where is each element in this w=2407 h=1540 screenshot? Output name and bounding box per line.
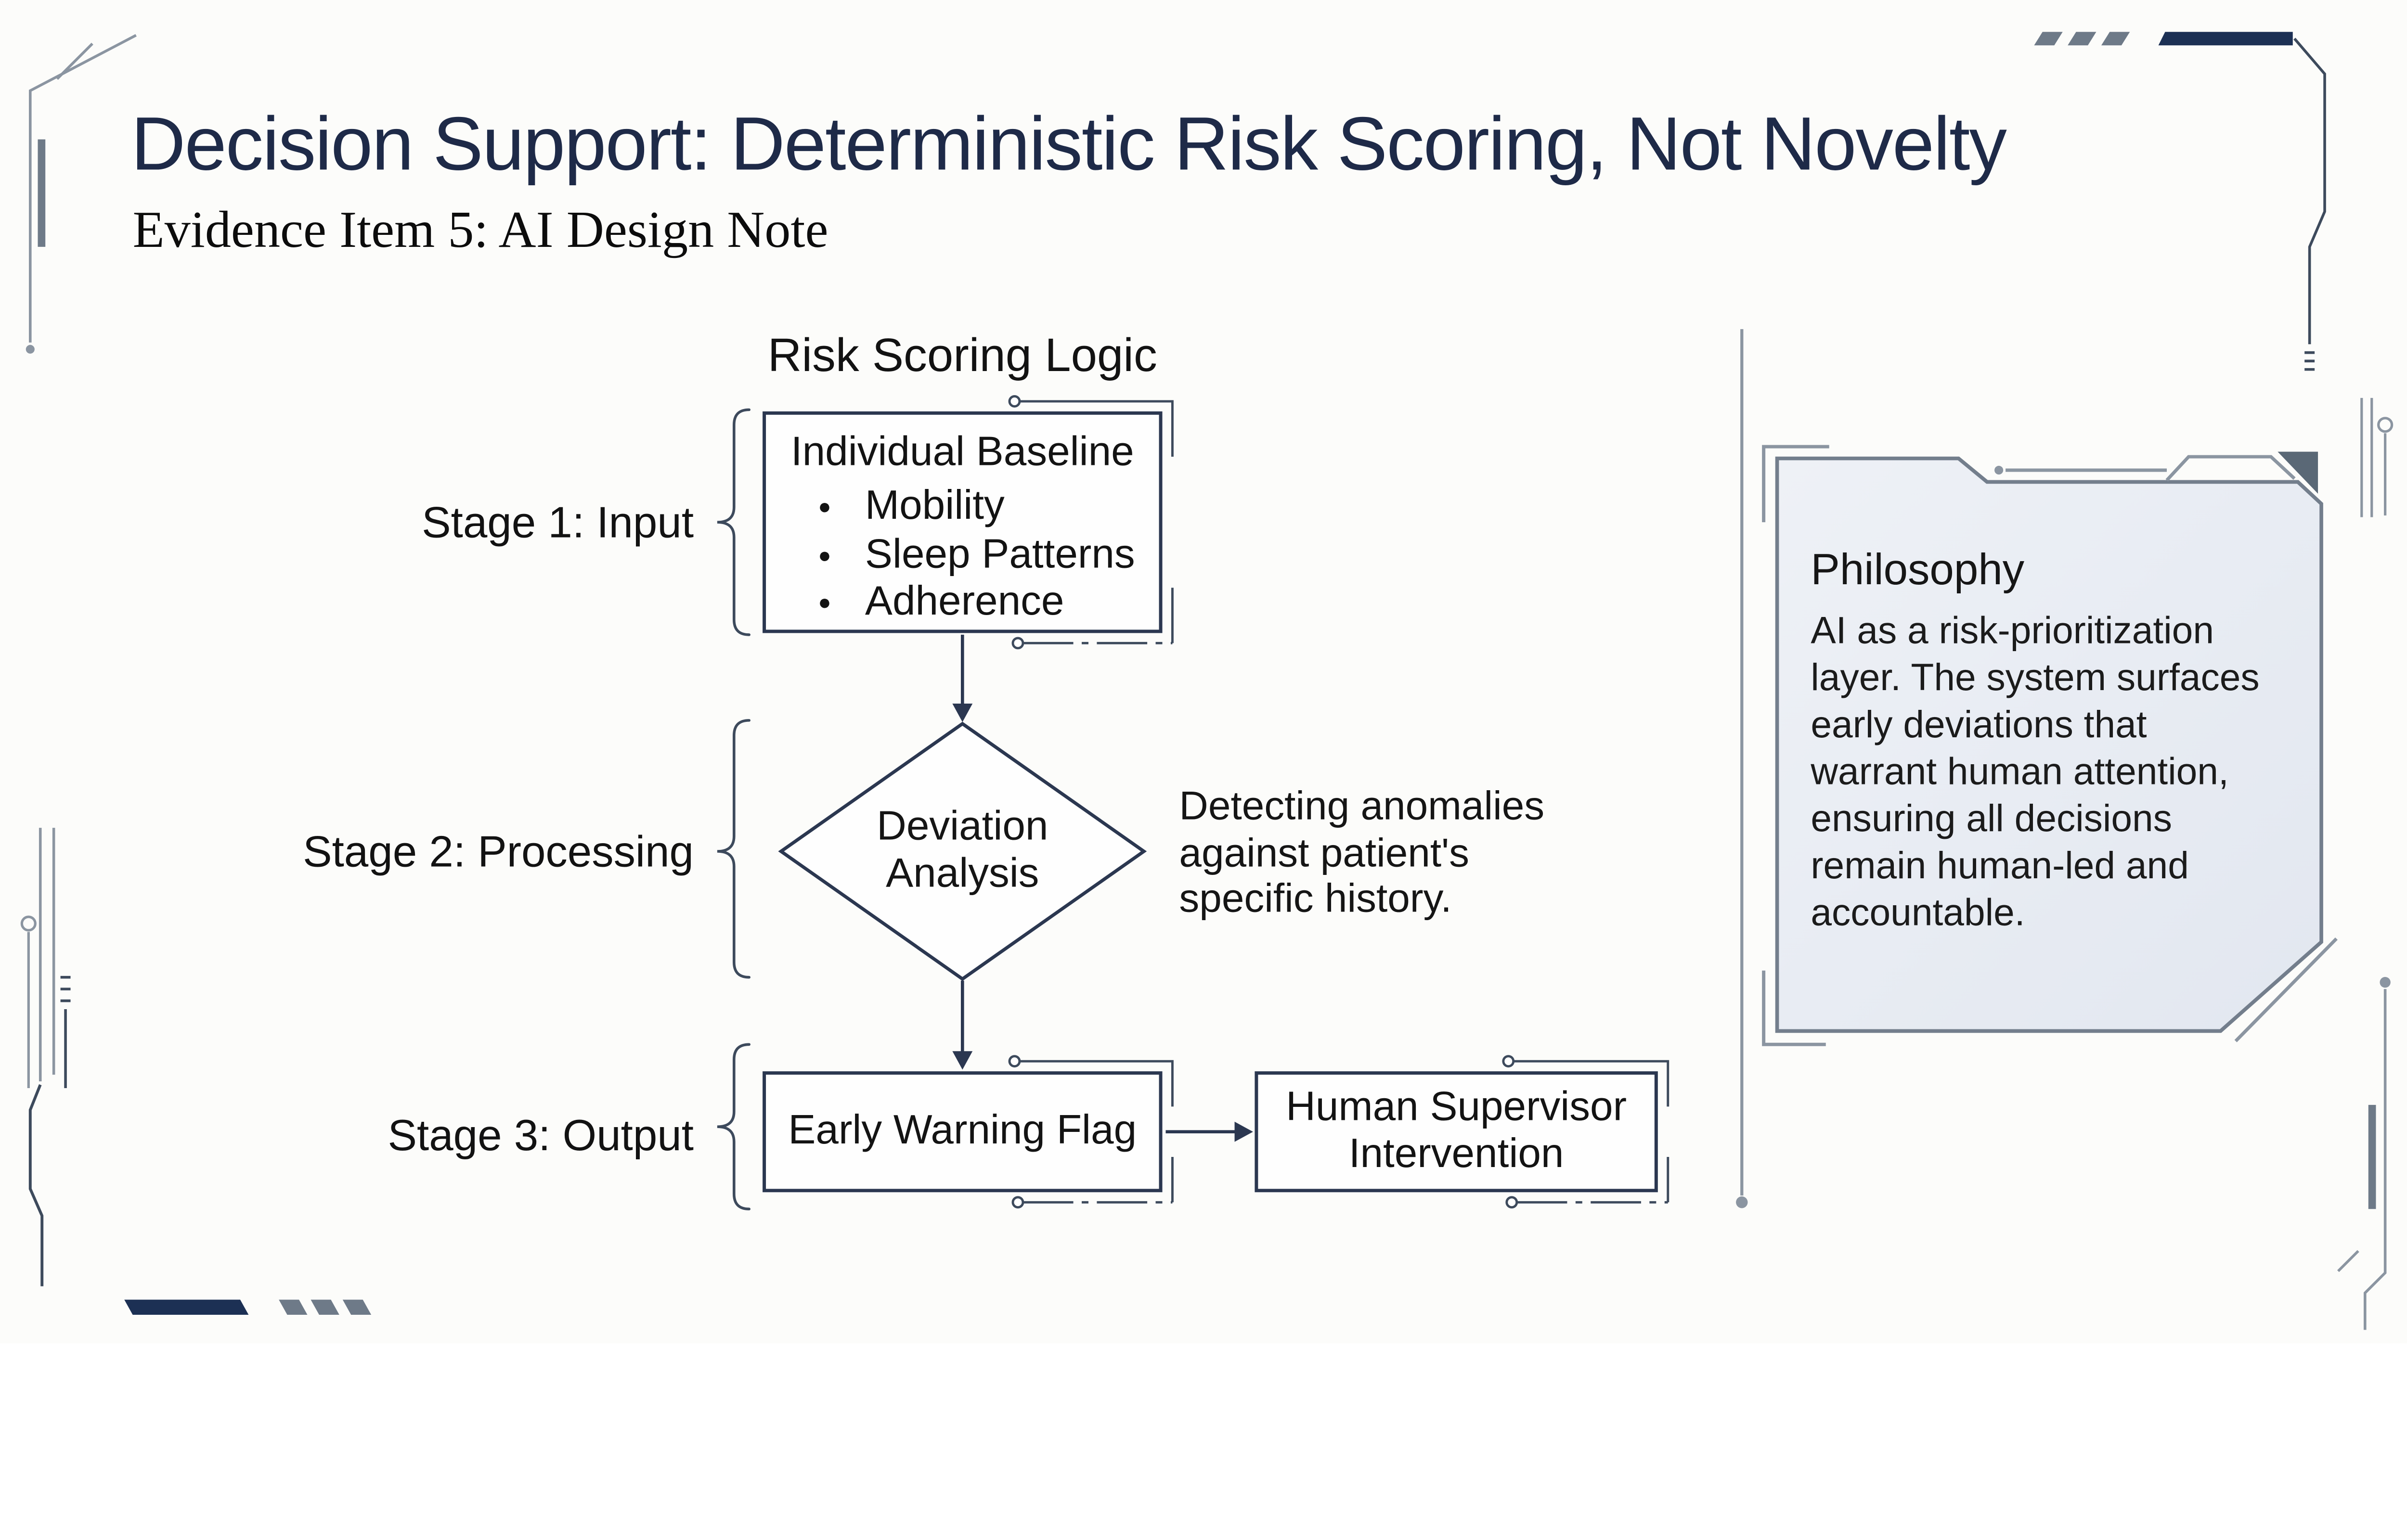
panel-bracket-top-left — [1762, 445, 1829, 523]
frame-bottom-right-circuit — [2337, 977, 2391, 1330]
frame-left-circuit — [20, 828, 71, 1286]
panel-corner-triangle — [2278, 451, 2318, 494]
bullet-icon: ● — [818, 493, 831, 519]
philosophy-panel-shape — [1762, 445, 2338, 1046]
bullet-text: Adherence — [865, 579, 1064, 625]
bullet-icon: ● — [818, 541, 831, 567]
decorations — [20, 32, 2394, 1330]
intervention-node: Human Supervisor Intervention — [1255, 1071, 1658, 1193]
list-item: ● Adherence — [818, 579, 1159, 627]
frame-top-left-circuit — [26, 34, 137, 354]
philosophy-body: AI as a risk-prioritization layer. The s… — [1811, 609, 2260, 934]
stage-braces — [717, 408, 751, 1211]
input-node: Individual Baseline ● Mobility ● Sleep P… — [763, 411, 1163, 633]
panel-corner-accent — [2234, 937, 2338, 1042]
output-node: Early Warning Flag — [763, 1071, 1163, 1193]
frame-top-right-bars — [2034, 32, 2293, 46]
bullet-icon: ● — [818, 589, 831, 615]
flowchart-heading: Risk Scoring Logic — [767, 329, 1157, 382]
stage-1-label: Stage 1: Input — [422, 497, 694, 548]
bullet-text: Sleep Patterns — [865, 531, 1135, 577]
input-node-title: Individual Baseline — [790, 430, 1134, 475]
slide-subtitle: Evidence Item 5: AI Design Note — [132, 200, 828, 259]
slide-title: Decision Support: Deterministic Risk Sco… — [131, 101, 2007, 187]
frame-right-circuit — [2293, 38, 2394, 517]
panel-bracket-bottom-left — [1762, 970, 1826, 1046]
processing-note: Detecting anomalies against patient's sp… — [1179, 784, 1545, 922]
node-corner-brackets — [1008, 395, 1669, 1209]
decision-node-label: Deviation Analysis — [877, 804, 1048, 897]
philosophy-title: Philosophy — [1811, 544, 2025, 595]
bullet-text: Mobility — [865, 483, 1005, 529]
list-item: ● Sleep Patterns — [818, 531, 1159, 579]
stage-3-label: Stage 3: Output — [388, 1110, 694, 1161]
stage-2-label: Stage 2: Processing — [303, 826, 694, 877]
list-item: ● Mobility — [818, 484, 1159, 531]
flow-connector-arrows — [952, 634, 1253, 1142]
slide: Decision Support: Deterministic Risk Sco… — [20, 32, 2394, 1330]
decision-diamond-shape — [778, 721, 1147, 981]
content-divider — [1736, 329, 1748, 1208]
input-node-bullet-list: ● Mobility ● Sleep Patterns ● Adherence — [818, 484, 1159, 627]
frame-bottom-bars — [124, 1299, 372, 1315]
